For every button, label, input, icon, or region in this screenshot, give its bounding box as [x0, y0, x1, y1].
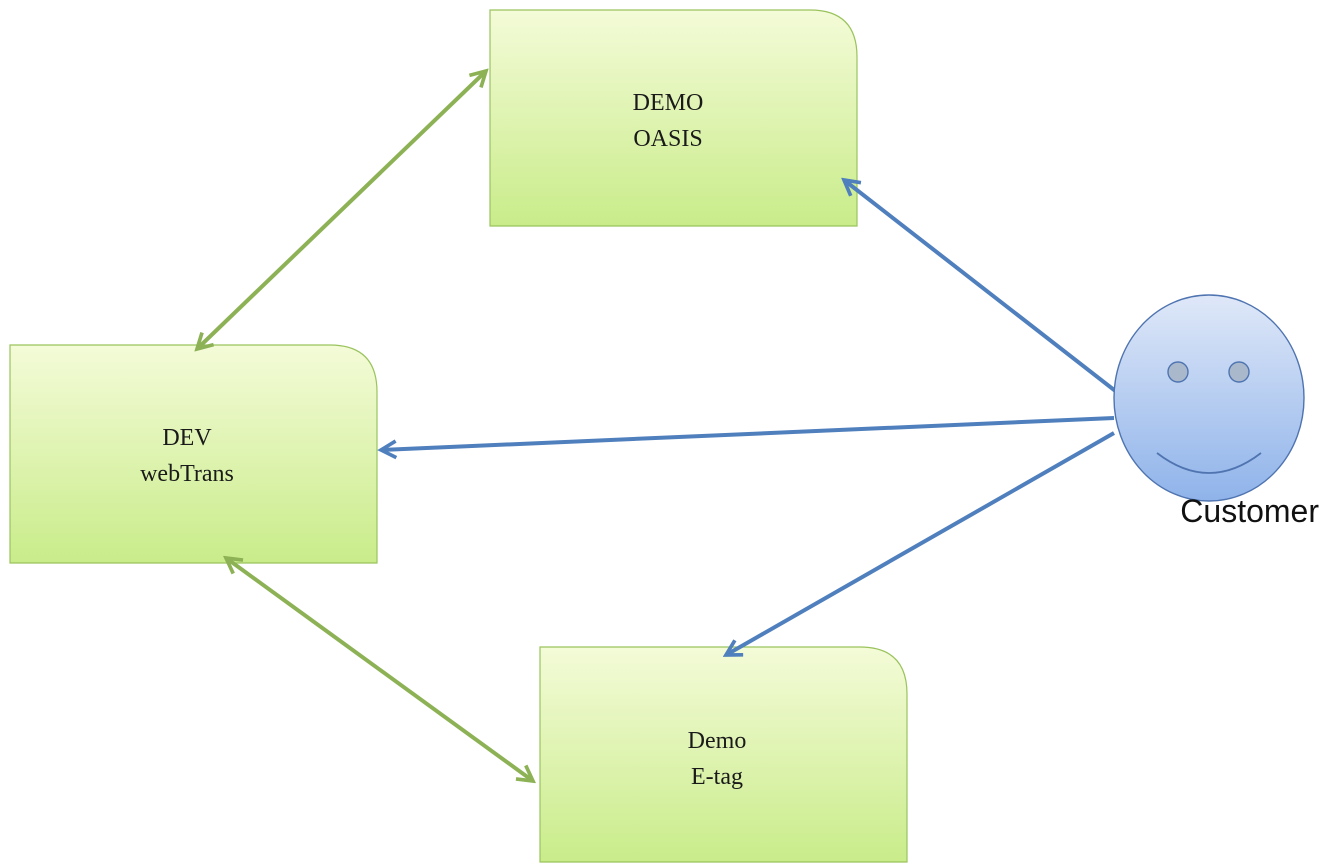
edge-oasis-webtrans [197, 71, 486, 349]
edge-customer-etag [726, 431, 1115, 655]
customer-smiley-icon [1113, 294, 1305, 502]
node-dev-webtrans: DEV webTrans [9, 344, 378, 564]
edge-customer-webtrans [381, 416, 1115, 450]
node-demo-oasis-line2: OASIS [633, 126, 702, 152]
edge-webtrans-etag [226, 558, 533, 781]
customer-left-eye [1167, 361, 1189, 383]
customer-right-eye [1228, 361, 1250, 383]
node-demo-oasis: DEMO OASIS [489, 9, 858, 227]
node-dev-webtrans-line2: webTrans [140, 461, 234, 487]
customer-label: Customer [1180, 493, 1319, 529]
customer-smile [1156, 452, 1262, 474]
node-demo-etag-line2: E-tag [691, 764, 743, 790]
node-demo-etag: Demo E-tag [539, 646, 908, 863]
edge-customer-oasis [844, 180, 1120, 395]
node-dev-webtrans-line1: DEV [162, 425, 212, 451]
node-demo-etag-line1: Demo [688, 728, 747, 754]
node-demo-oasis-line1: DEMO [633, 90, 704, 116]
